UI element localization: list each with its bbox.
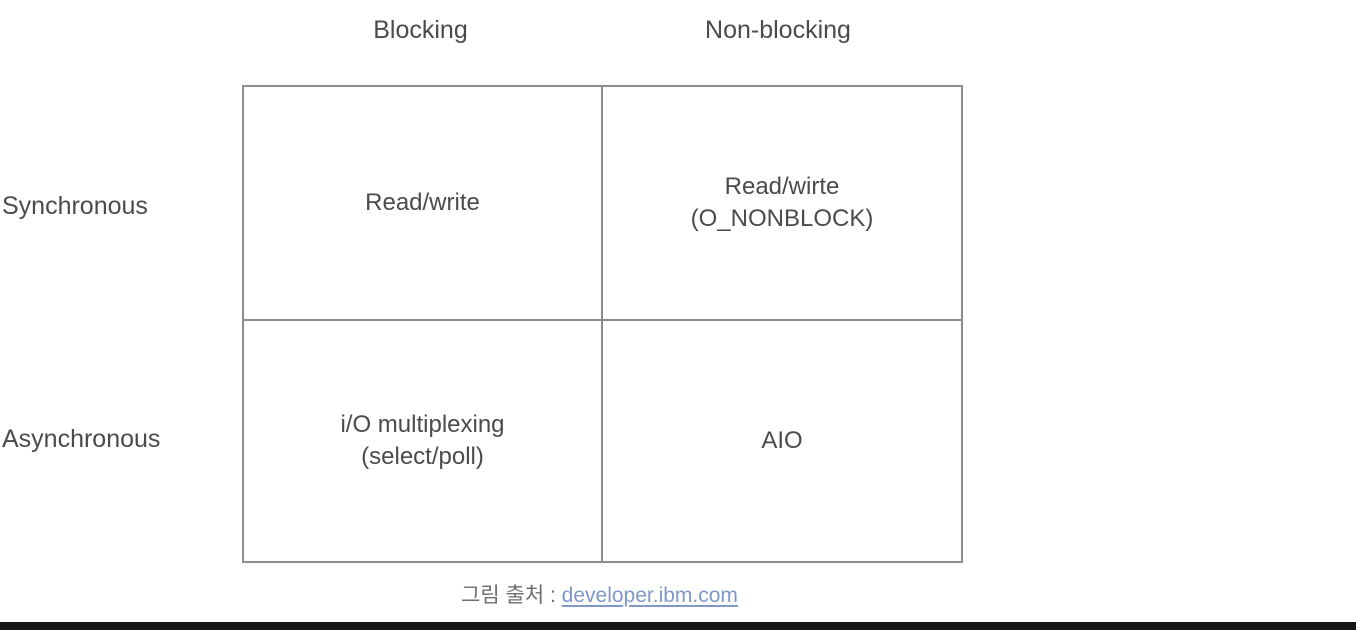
cell-text-line-1: AIO xyxy=(761,426,803,454)
cell-synchronous-non-blocking: Read/wirte (O_NONBLOCK) xyxy=(601,85,963,321)
table-row-synchronous: Read/write Read/wirte (O_NONBLOCK) xyxy=(242,85,963,321)
row-label-synchronous: Synchronous xyxy=(2,192,148,220)
cell-asynchronous-non-blocking-highlighted: AIO xyxy=(601,319,963,563)
column-header-non-blocking: Non-blocking xyxy=(705,16,851,44)
cell-text-line-2: (O_NONBLOCK) xyxy=(690,205,874,232)
caption-prefix-text: 그림 출처 : xyxy=(461,584,562,607)
io-model-matrix-table: Read/write Read/wirte (O_NONBLOCK) i/O m… xyxy=(242,85,963,563)
cell-text-line-2: (select/poll) xyxy=(361,443,484,470)
cell-asynchronous-blocking: i/O multiplexing (select/poll) xyxy=(242,319,603,563)
bottom-black-bar xyxy=(0,622,1356,630)
caption-source-link[interactable]: developer.ibm.com xyxy=(561,584,738,607)
column-header-blocking: Blocking xyxy=(373,16,468,44)
cell-text-line-1: Read/write xyxy=(365,188,480,216)
figure-source-caption: 그림 출처 : developer.ibm.com xyxy=(242,579,957,609)
table-row-asynchronous: i/O multiplexing (select/poll) AIO xyxy=(242,319,963,563)
cell-text-line-1: Read/wirte xyxy=(724,172,840,200)
cell-synchronous-blocking: Read/write xyxy=(242,85,603,321)
row-label-asynchronous: Asynchronous xyxy=(2,425,161,453)
cell-text-line-1: i/O multiplexing xyxy=(340,410,505,438)
